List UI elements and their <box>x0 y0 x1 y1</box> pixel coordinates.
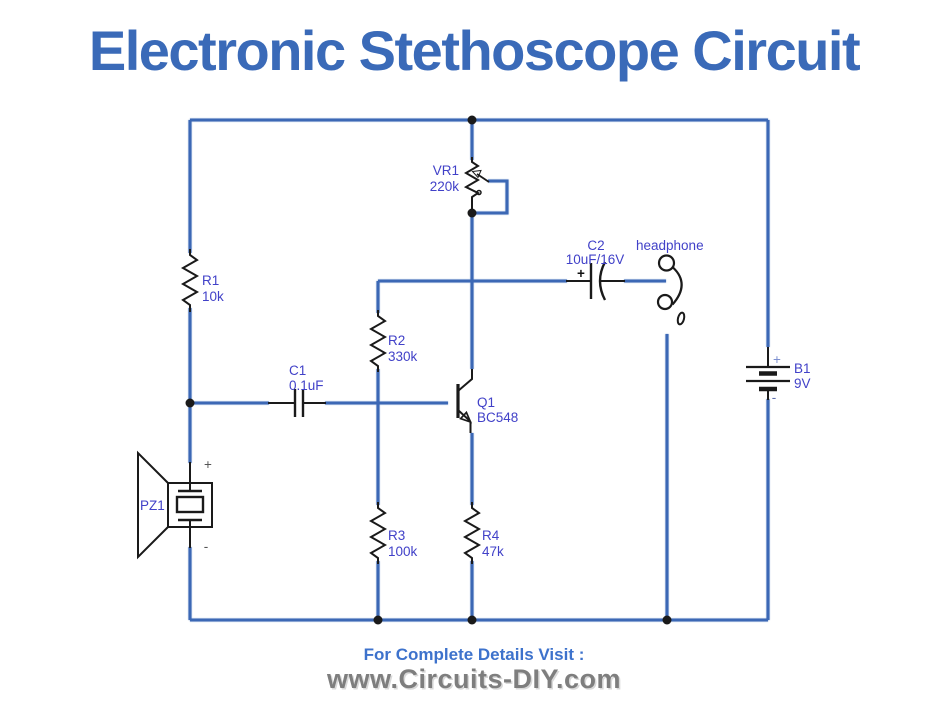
vr1-value-label: 220k <box>430 179 460 194</box>
q1-ref-label: Q1 <box>477 395 495 410</box>
vr1-wiper-terminal <box>476 189 482 196</box>
polarity-marks: + + - + - <box>204 266 781 554</box>
c2-value-label: 10uF/16V <box>566 252 625 267</box>
c1-capacitor-symbol <box>268 389 326 417</box>
footer: For Complete Details Visit : www.Circuit… <box>0 645 948 694</box>
c2-ref-label: C2 <box>587 238 604 253</box>
b1-plus-mark: + <box>773 352 781 367</box>
r1-resistor-symbol <box>180 249 200 312</box>
r3-ref-label: R3 <box>388 528 405 543</box>
r1-value-label: 10k <box>202 289 224 304</box>
c2-capacitor-symbol <box>566 261 625 301</box>
c2-plus-mark: + <box>577 266 585 281</box>
vr1-zigzag <box>463 157 480 214</box>
c1-ref-label: C1 <box>289 363 306 378</box>
headphone-symbol <box>656 254 686 326</box>
pz1-minus-mark: - <box>204 539 209 554</box>
junction-dot <box>467 615 477 625</box>
b1-value-label: 9V <box>794 376 811 391</box>
b1-battery-symbol <box>746 347 790 400</box>
junction-dots <box>185 115 672 625</box>
pz1-horn <box>137 450 169 560</box>
headphone-earpiece-bottom <box>656 293 674 311</box>
r2-value-label: 330k <box>388 349 418 364</box>
pz1-piezo-symbol <box>137 450 213 560</box>
footer-website: www.Circuits-DIY.com <box>326 664 622 694</box>
r3-resistor-symbol <box>368 502 388 564</box>
junction-dot <box>662 615 672 625</box>
junction-dot <box>467 115 477 125</box>
pz1-plus-mark: + <box>204 457 212 472</box>
component-labels: VR1 220k R1 10k R2 330k R3 100k R4 47k C… <box>140 163 811 559</box>
q1-collector-lead <box>457 369 473 392</box>
r4-resistor-symbol <box>462 502 482 564</box>
q1-value-label: BC548 <box>477 410 518 425</box>
pz1-ref-label: PZ1 <box>140 498 165 513</box>
pz1-crystal <box>175 495 205 514</box>
b1-ref-label: B1 <box>794 361 811 376</box>
b1-minus-mark: - <box>772 390 777 405</box>
vr1-wiper-arrowhead <box>471 169 482 179</box>
headphone-plug <box>676 311 686 326</box>
r2-ref-label: R2 <box>388 333 405 348</box>
junction-dot <box>467 208 477 218</box>
page-title: Electronic Stethoscope Circuit <box>88 19 861 82</box>
circuit-wires <box>188 118 770 622</box>
wire-vr1-wiper-loop <box>472 179 509 215</box>
r2-resistor-symbol <box>368 310 388 372</box>
junction-dot <box>185 398 195 408</box>
r1-ref-label: R1 <box>202 273 219 288</box>
q1-transistor-symbol <box>456 369 473 433</box>
r4-ref-label: R4 <box>482 528 500 543</box>
footer-visit-text: For Complete Details Visit : <box>363 645 585 664</box>
headphone-earpiece-top <box>657 254 676 272</box>
component-symbols <box>137 157 790 564</box>
junction-dot <box>373 615 383 625</box>
headphone-label: headphone <box>636 238 704 253</box>
headphone-band-arc <box>671 266 683 306</box>
c1-value-label: 0.1uF <box>289 378 324 393</box>
vr1-ref-label: VR1 <box>433 163 459 178</box>
r3-value-label: 100k <box>388 544 418 559</box>
q1-emitter-arrowhead <box>459 410 473 424</box>
r4-value-label: 47k <box>482 544 504 559</box>
vr1-potentiometer-symbol <box>463 157 490 214</box>
